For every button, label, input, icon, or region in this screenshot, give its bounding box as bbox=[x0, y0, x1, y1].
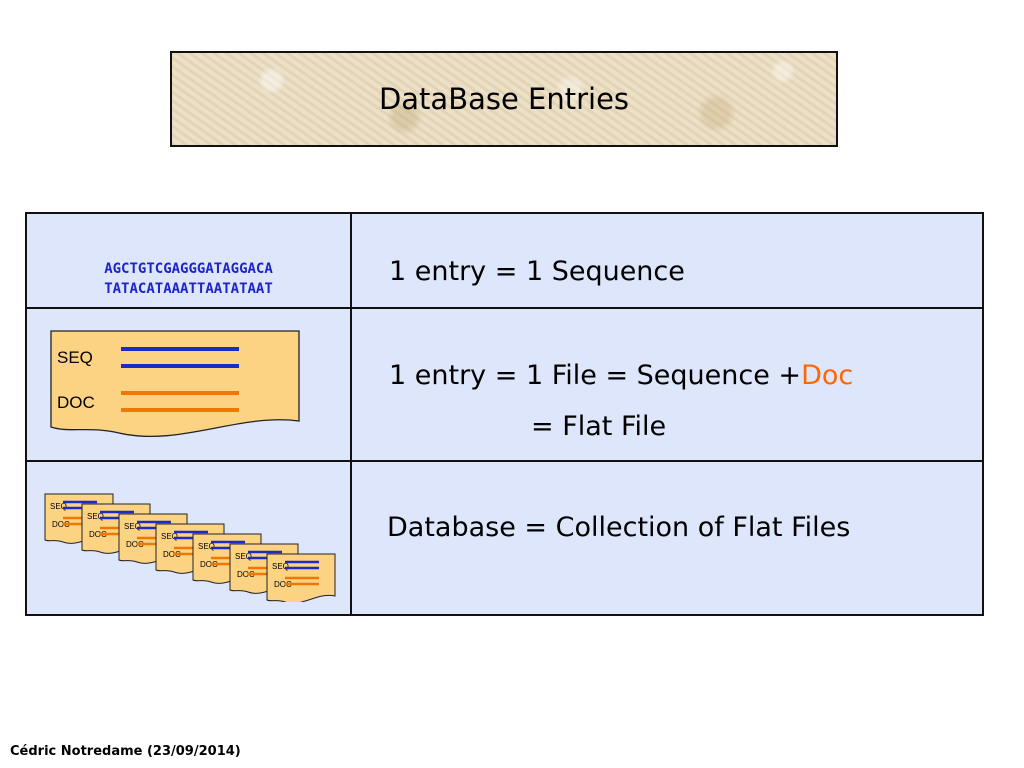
small-doc-label: DOC bbox=[163, 550, 181, 559]
row-divider-2 bbox=[27, 460, 982, 462]
small-doc-label: DOC bbox=[200, 560, 218, 569]
small-flat-file-icon: SEQ DOC bbox=[266, 553, 336, 602]
row-divider-1 bbox=[27, 307, 982, 309]
row2-text-line1: 1 entry = 1 File = Sequence +Doc bbox=[389, 360, 853, 391]
title-box: DataBase Entries bbox=[170, 51, 838, 147]
row3-text: Database = Collection of Flat Files bbox=[387, 512, 851, 543]
footer-credit: Cédric Notredame (23/09/2014) bbox=[10, 744, 241, 759]
small-doc-label: DOC bbox=[126, 540, 144, 549]
row2-text-prefix: 1 entry = 1 File = Sequence + bbox=[389, 360, 802, 391]
small-seq-label: SEQ bbox=[198, 542, 215, 551]
sequence-line-2: TATACATAAATTAATATAAT bbox=[104, 281, 273, 297]
row1-text: 1 entry = 1 Sequence bbox=[389, 256, 685, 287]
flat-file-stack-icon: SEQ DOC SEQ DOC SEQ DOC SEQ DOC SEQ DOC SEQ DOC SEQ D… bbox=[44, 493, 336, 602]
small-doc-label: DOC bbox=[52, 520, 70, 529]
seq-label: SEQ bbox=[57, 348, 93, 367]
small-seq-label: SEQ bbox=[161, 532, 178, 541]
sequence-line-1: AGCTGTCGAGGGATAGGACA bbox=[104, 261, 273, 277]
entries-table: AGCTGTCGAGGGATAGGACA TATACATAAATTAATATAA… bbox=[25, 212, 984, 616]
row2-text-line2: = Flat File bbox=[531, 411, 667, 442]
small-seq-label: SEQ bbox=[50, 502, 67, 511]
doc-highlight: Doc bbox=[801, 360, 854, 391]
flat-file-icon: SEQ DOC bbox=[50, 330, 300, 437]
column-divider bbox=[350, 214, 352, 614]
small-doc-label: DOC bbox=[237, 570, 255, 579]
small-doc-label: DOC bbox=[89, 530, 107, 539]
small-seq-label: SEQ bbox=[272, 562, 289, 571]
small-doc-label: DOC bbox=[274, 580, 292, 589]
small-seq-label: SEQ bbox=[235, 552, 252, 561]
small-seq-label: SEQ bbox=[87, 512, 104, 521]
slide-title: DataBase Entries bbox=[378, 82, 630, 116]
doc-label: DOC bbox=[57, 393, 95, 412]
small-seq-label: SEQ bbox=[124, 522, 141, 531]
